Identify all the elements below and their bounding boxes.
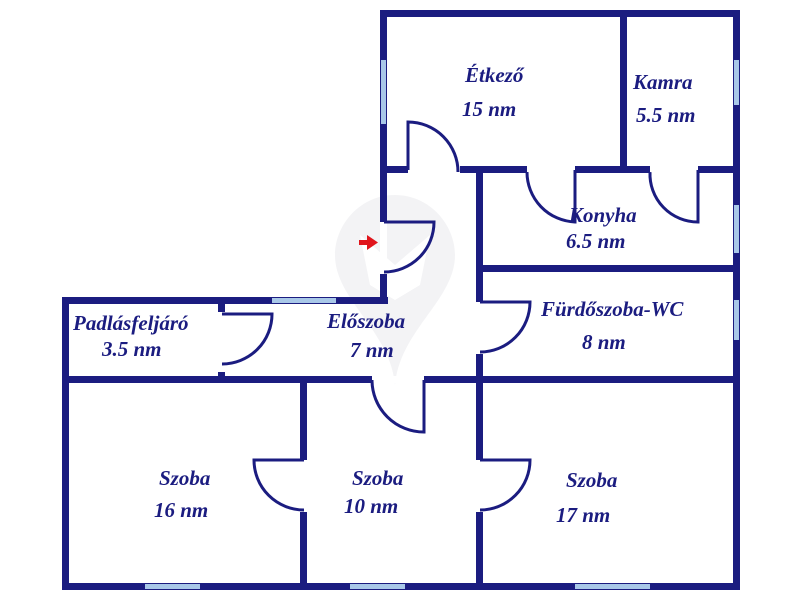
entrance-arrow-icon [359, 235, 378, 250]
window-szoba3-south [575, 584, 650, 589]
wall-konyha-south [476, 265, 740, 272]
room-labels: Étkező 15 nm Kamra 5.5 nm Konyha 6.5 nm … [72, 63, 696, 527]
wall-bath-south [476, 376, 740, 383]
room-eloszoba-area: 7 nm [350, 338, 394, 362]
room-eloszoba-name: Előszoba [326, 309, 405, 333]
door-openings [218, 166, 698, 512]
room-kamra-name: Kamra [632, 70, 693, 94]
room-furdoszoba-name: Fürdőszoba-WC [540, 297, 684, 321]
door-etkezo [406, 120, 460, 173]
window-szoba2-south [350, 584, 405, 589]
room-konyha-name: Konyha [568, 203, 637, 227]
room-szoba2-name: Szoba [352, 466, 403, 490]
room-szoba1-name: Szoba [159, 466, 210, 490]
window-kamra-east [734, 60, 739, 105]
wall-north-upper [380, 10, 738, 17]
room-konyha-area: 6.5 nm [566, 229, 626, 253]
door-szoba1 [252, 458, 305, 512]
room-szoba3-name: Szoba [566, 468, 617, 492]
door-entrance [383, 220, 436, 274]
door-kamra [648, 170, 700, 224]
window-etkezo-west [381, 60, 386, 124]
room-szoba2-area: 10 nm [344, 494, 398, 518]
room-padlas-area: 3.5 nm [101, 337, 162, 361]
room-padlas-name: Padlásfeljáró [72, 311, 189, 335]
door-konyha [525, 170, 577, 224]
room-szoba3-area: 17 nm [556, 503, 610, 527]
door-bathroom [479, 300, 532, 354]
window-bath-east [734, 300, 739, 340]
door-szoba3 [479, 458, 532, 512]
wall-kamra-etkezo [620, 10, 627, 172]
room-kamra-area: 5.5 nm [636, 103, 696, 127]
room-szoba1-area: 16 nm [154, 498, 208, 522]
room-etkezo-name: Étkező [464, 63, 525, 87]
windows [145, 60, 739, 589]
room-etkezo-area: 15 nm [462, 97, 516, 121]
doors [221, 120, 700, 512]
wall-west-upper [380, 10, 387, 304]
window-szoba1-south [145, 584, 200, 589]
door-padlas [221, 312, 274, 366]
window-hall-north [272, 298, 336, 303]
door-szoba2 [370, 379, 426, 434]
window-konyha-east [734, 205, 739, 253]
wall-hall-south [62, 376, 483, 383]
room-furdoszoba-area: 8 nm [582, 330, 626, 354]
wall-west-lower [62, 297, 69, 590]
